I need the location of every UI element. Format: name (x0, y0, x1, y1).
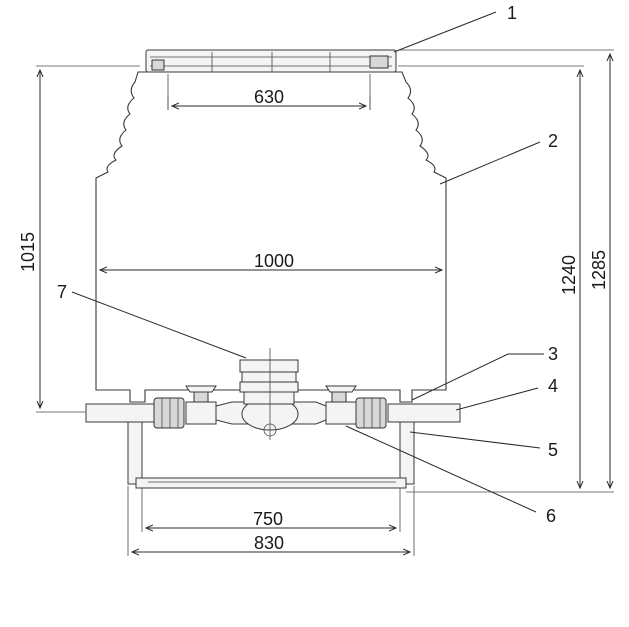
tank-body (95, 71, 447, 403)
callout-1: 1 (507, 3, 517, 23)
callout-2: 2 (548, 131, 558, 151)
callout-5: 5 (548, 440, 558, 460)
callout-4: 4 (548, 376, 558, 396)
callout-3: 3 (548, 344, 558, 364)
callout-leaders (71, 11, 544, 513)
dim-750: 750 (253, 509, 283, 529)
dim-1000: 1000 (254, 251, 294, 271)
callout-7: 7 (57, 282, 67, 302)
dimension-lines (36, 49, 614, 556)
dim-830: 830 (254, 533, 284, 553)
top-cover (145, 49, 397, 73)
dim-1015: 1015 (18, 232, 38, 272)
callout-6: 6 (546, 506, 556, 526)
dim-630: 630 (254, 87, 284, 107)
dim-1285: 1285 (589, 250, 609, 290)
dim-1240: 1240 (559, 255, 579, 295)
pipe-assembly (85, 348, 461, 440)
